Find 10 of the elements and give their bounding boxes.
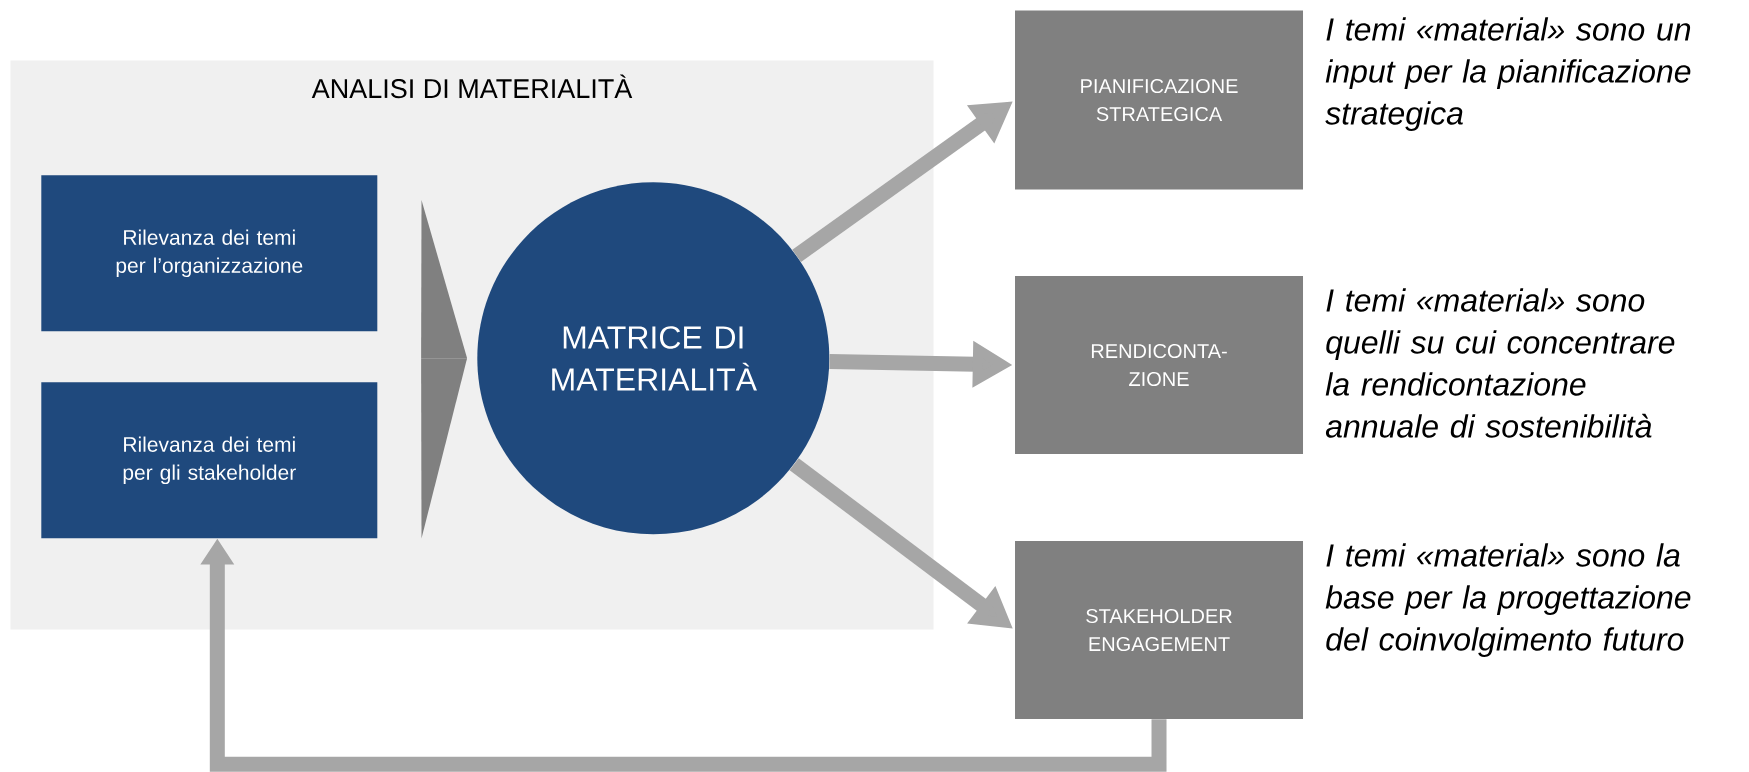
text-box: Rilevanza dei temi per l’organizzazione [41,175,378,332]
text-box: Rilevanza dei temi per gli stakeholder [41,382,378,539]
annotation-text: I temi «material» sono la base per la progettazione del coinvolgimento futuro [1325,543,1691,658]
annotation-text: I temi «material» sono quelli su cui concentrare la rendicontazione annuale di sostenibilità [1325,288,1675,438]
text-box: RENDICONTA- ZIONE [1015,276,1303,454]
text-box: STAKEHOLDER ENGAGEMENT [1015,541,1303,719]
text-box: PIANIFICAZIONE STRATEGICA [1015,10,1303,190]
chevron-arrow [421,358,468,539]
annotation-text: I temi «material» sono un input per la pianificazione strategica [1325,17,1691,132]
chevron-arrow [421,200,468,359]
